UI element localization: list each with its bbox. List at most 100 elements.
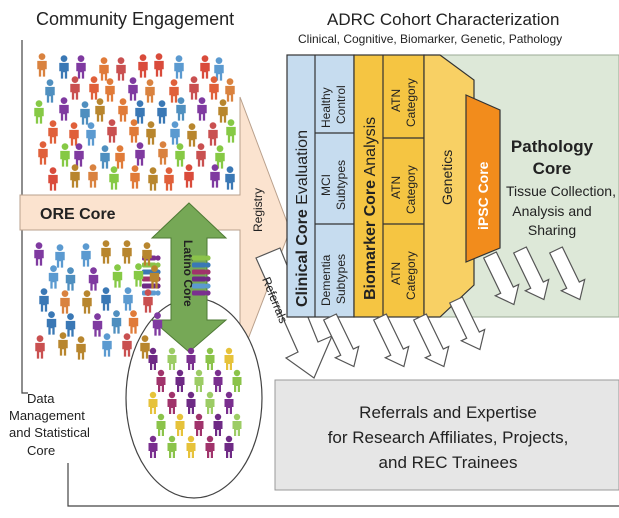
biomarker-cell-3-line1: ATN — [389, 262, 403, 285]
output-arrow — [512, 246, 550, 301]
output-arrow — [548, 246, 586, 301]
referrals-box-line1: Referrals and Expertise — [359, 403, 537, 422]
person-icon — [148, 167, 158, 191]
person-icon — [70, 76, 80, 100]
latino-person-icon — [192, 255, 211, 261]
person-icon — [129, 119, 139, 143]
person-icon — [128, 77, 138, 101]
person-icon — [37, 53, 47, 77]
person-icon — [76, 55, 86, 79]
person-icon — [88, 267, 99, 291]
person-icon — [135, 142, 145, 166]
person-icon — [102, 333, 112, 357]
person-icon — [48, 120, 58, 144]
pathology-title-line1: Pathology — [511, 137, 594, 156]
person-icon — [218, 99, 228, 123]
people-crowd-top-icon — [34, 53, 236, 191]
ipsc-core-panel — [465, 94, 501, 263]
clinical-cell-mci-line2: Subtypes — [334, 160, 348, 210]
person-icon — [101, 287, 111, 311]
output-arrow — [372, 313, 410, 368]
latino-person-icon — [192, 276, 211, 282]
person-icon — [111, 310, 122, 334]
pathology-title-line2: Core — [533, 159, 572, 178]
person-icon — [88, 164, 98, 188]
person-icon — [164, 167, 174, 191]
person-icon — [200, 55, 210, 79]
person-icon — [76, 336, 86, 360]
person-icon — [105, 78, 115, 102]
output-arrow — [482, 251, 520, 306]
person-icon — [115, 145, 125, 169]
person-icon — [101, 240, 111, 264]
registry-label: Registry — [251, 188, 265, 232]
person-icon — [100, 145, 110, 169]
latino-person-icon — [192, 290, 211, 296]
biomarker-cell-1-line2: Category — [404, 78, 418, 127]
registry-arrow — [19, 96, 291, 361]
biomarker-core-title: Biomarker Core Analysis — [362, 117, 379, 300]
latino-person-icon — [192, 269, 211, 275]
person-icon — [48, 167, 58, 191]
person-icon — [99, 57, 109, 81]
person-icon — [174, 55, 184, 79]
person-icon — [187, 123, 197, 147]
person-icon — [59, 97, 69, 121]
ore-label: ORE Core — [40, 206, 116, 223]
clinical-cell-healthy-line1: Healthy — [319, 87, 333, 128]
latino-person-icon — [192, 283, 211, 289]
output-arrow — [448, 296, 486, 351]
person-icon — [118, 98, 128, 122]
person-icon — [135, 100, 145, 124]
person-icon — [60, 143, 70, 167]
person-icon — [210, 164, 220, 188]
person-icon — [65, 267, 76, 291]
person-icon — [122, 240, 132, 264]
data-mgmt-line4: Core — [27, 443, 55, 458]
latino-person-icon — [142, 283, 161, 289]
clinical-cell-healthy-line2: Control — [334, 85, 348, 124]
person-icon — [70, 164, 80, 188]
person-icon — [209, 76, 219, 100]
person-icon — [69, 122, 79, 146]
data-mgmt-line1: Data — [27, 391, 55, 406]
person-icon — [34, 100, 44, 124]
clinical-cell-dementia-line2: Subtypes — [334, 254, 348, 304]
person-icon — [208, 122, 218, 146]
person-icon — [65, 313, 76, 337]
person-icon — [55, 244, 65, 268]
person-icon — [146, 121, 156, 145]
person-icon — [107, 119, 117, 143]
ipsc-core-label: iPSC Core — [475, 161, 491, 230]
latino-core-label: Latino Core — [181, 240, 195, 307]
person-icon — [123, 287, 133, 311]
clinical-cell-dementia-line1: Dementia — [319, 254, 333, 306]
person-icon — [169, 79, 179, 103]
person-icon — [128, 310, 139, 334]
person-icon — [170, 121, 180, 145]
person-icon — [74, 143, 84, 167]
person-icon — [80, 101, 90, 125]
person-icon — [82, 290, 92, 314]
referrals-box-line2: for Research Affiliates, Projects, — [328, 428, 569, 447]
person-icon — [45, 79, 55, 103]
output-arrows — [322, 246, 586, 368]
person-icon — [196, 143, 206, 167]
person-icon — [133, 263, 144, 287]
person-icon — [86, 122, 96, 146]
clinical-cell-mci-line1: MCI — [319, 174, 333, 196]
person-icon — [184, 164, 194, 188]
adrc-title: ADRC Cohort Characterization — [327, 10, 559, 29]
person-icon — [145, 79, 155, 103]
person-icon — [39, 288, 49, 312]
person-icon — [35, 335, 45, 359]
person-icon — [116, 57, 126, 81]
person-icon — [92, 313, 103, 337]
pathology-desc-line2: Analysis and — [512, 203, 591, 219]
latino-person-icon — [192, 262, 211, 268]
data-mgmt-line2: Management — [9, 408, 85, 423]
person-icon — [143, 289, 153, 313]
person-icon — [197, 97, 207, 121]
data-mgmt-line3: and Statistical — [9, 425, 90, 440]
